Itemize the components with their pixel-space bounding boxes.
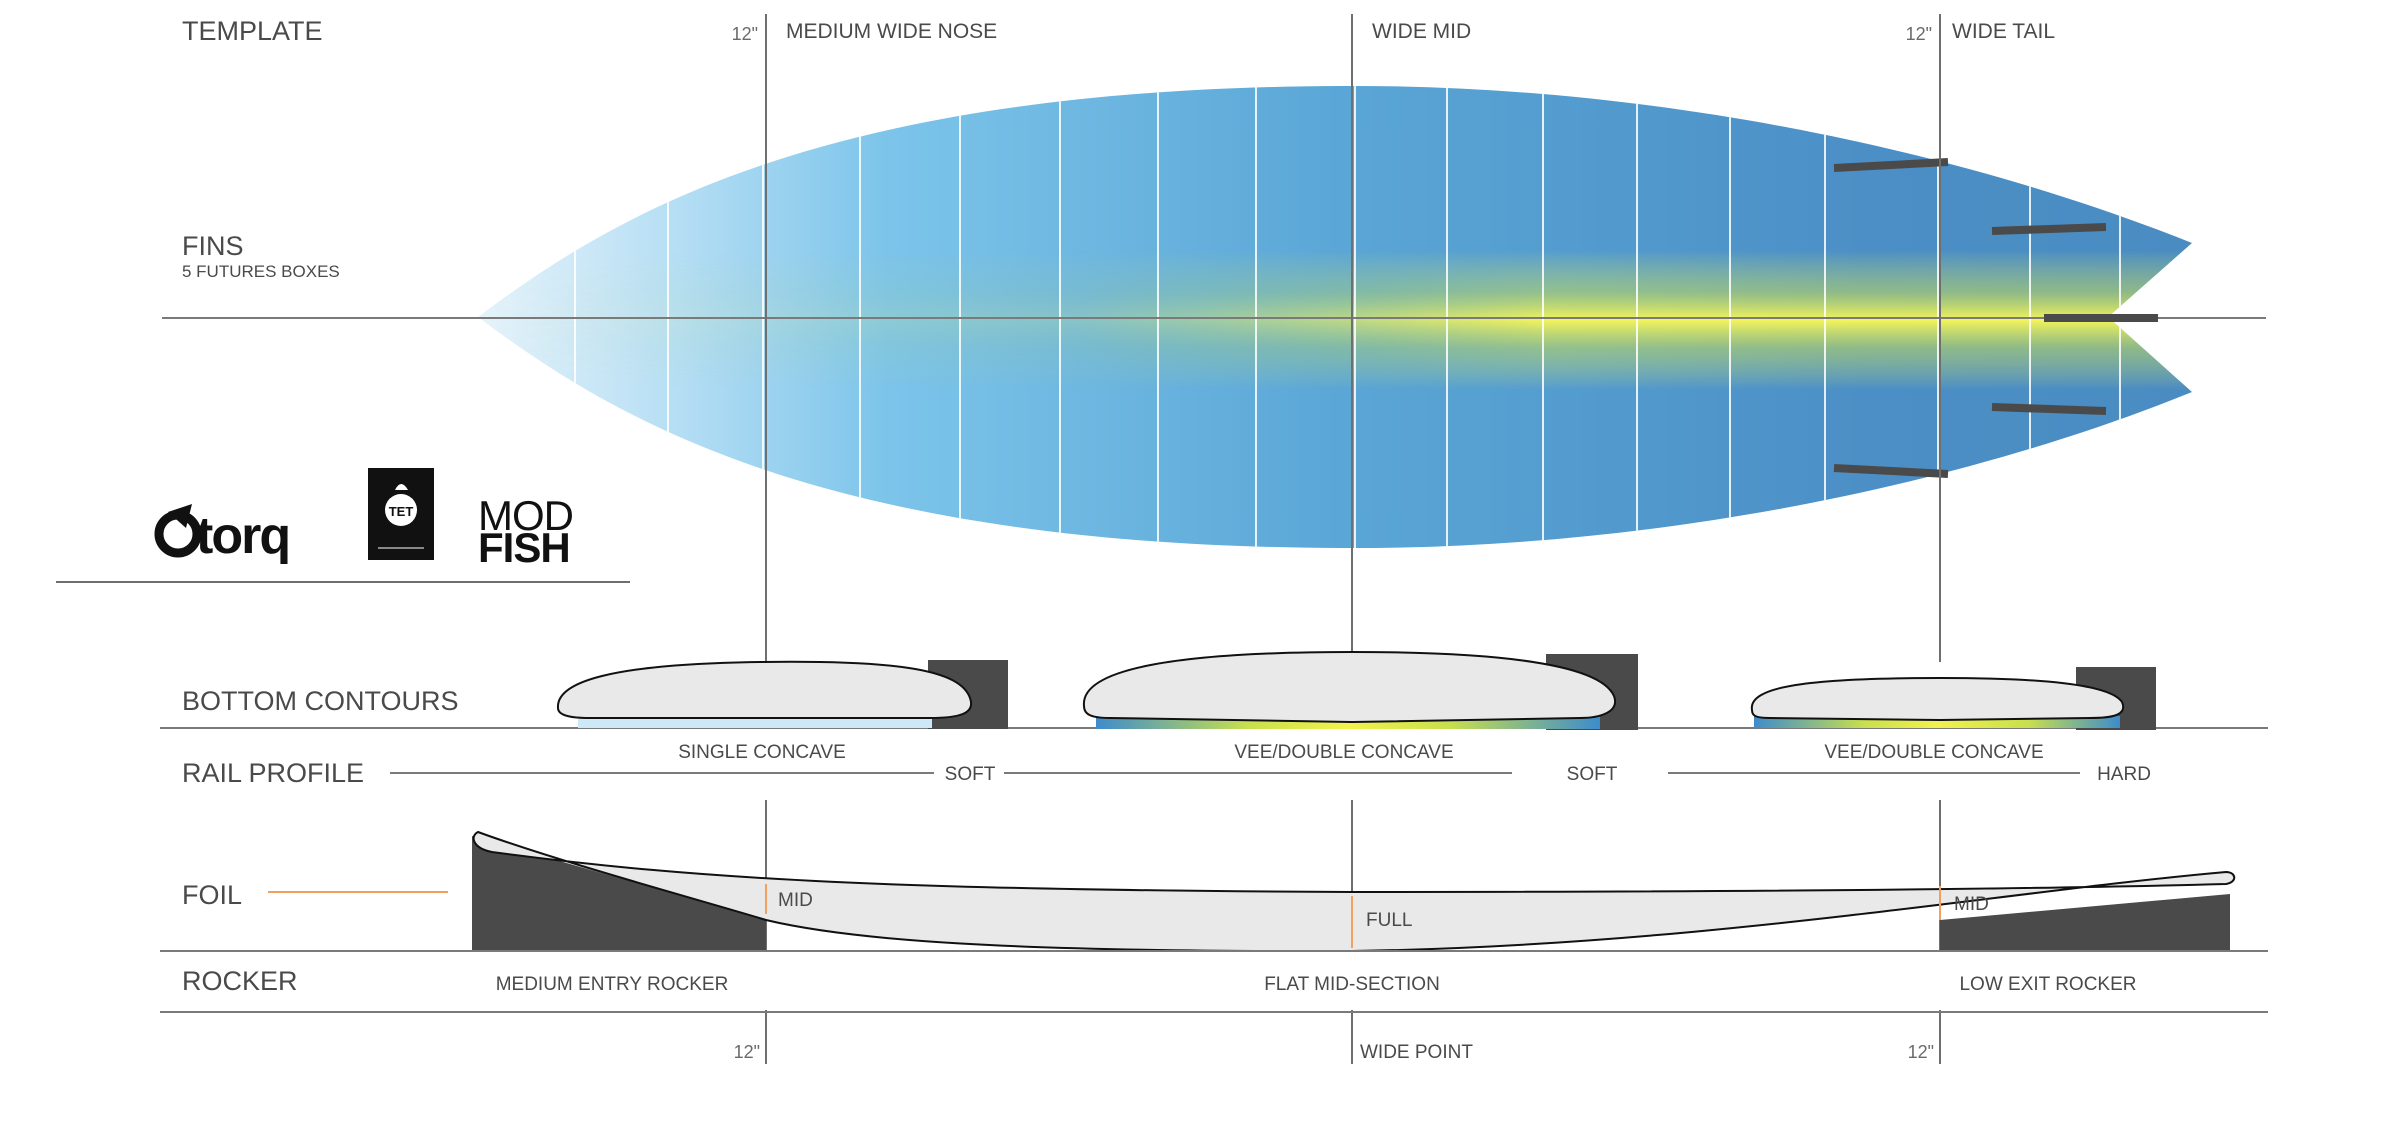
contour-mid-shape [1082, 650, 1638, 730]
torq-wordmark: torq [196, 507, 289, 565]
bottom-contours-title: BOTTOM CONTOURS [182, 686, 459, 716]
bottom-left-12-mark: 12" [734, 1042, 760, 1062]
foil-title: FOIL [182, 880, 242, 910]
rail-mid-label: SOFT [1567, 764, 1618, 785]
foil-mid-label: FULL [1366, 910, 1412, 931]
tail-zone-label: WIDE TAIL [1952, 20, 2055, 43]
tet-wordmark: TET [389, 504, 414, 519]
rail-nose-label: SOFT [945, 764, 996, 785]
model-name-line1: MOD [478, 492, 573, 539]
rocker-title: ROCKER [182, 966, 298, 996]
fins-title: FINS [182, 231, 244, 261]
model-logo: MOD FISH [478, 492, 574, 571]
torq-logo: torq [154, 504, 291, 565]
contour-tail-shape [1750, 667, 2156, 730]
fin-box [1991, 403, 2107, 415]
foil-tail-label: MID [1954, 894, 1989, 915]
contour-nose-shape [556, 660, 1008, 729]
fins-subtitle: 5 FUTURES BOXES [182, 262, 340, 281]
tail-12-mark: 12" [1906, 24, 1932, 44]
rocker-mid-label: FLAT MID-SECTION [1264, 974, 1440, 995]
brand-logos: torq TET MOD FISH [56, 468, 630, 583]
model-name-line2: FISH [478, 524, 570, 571]
rocker-nose-label: MEDIUM ENTRY ROCKER [496, 974, 729, 995]
bottom-right-12-mark: 12" [1908, 1042, 1934, 1062]
fin-boxes [1833, 158, 2158, 478]
contour-nose-label: SINGLE CONCAVE [678, 742, 846, 763]
template-title: TEMPLATE [182, 16, 323, 46]
rail-profile-section: RAIL PROFILE SOFT SOFT HARD [182, 758, 2151, 788]
nose-zone-label: MEDIUM WIDE NOSE [786, 20, 997, 43]
fin-box [1833, 158, 1949, 172]
bottom-markers: 12" WIDE POINT 12" [734, 1042, 1934, 1063]
wide-point-label: WIDE POINT [1360, 1042, 1473, 1063]
foil-rocker-section: MID FULL MID FOIL ROCKER MEDIUM ENTRY RO… [160, 830, 2268, 1013]
foil-profile [472, 830, 2236, 953]
fin-box [1833, 464, 1949, 478]
nose-12-mark: 12" [732, 24, 758, 44]
rocker-tail-label: LOW EXIT ROCKER [1959, 974, 2136, 995]
rail-profile-title: RAIL PROFILE [182, 758, 364, 788]
entry-rocker-wedge [472, 836, 766, 951]
foil-nose-label: MID [778, 890, 813, 911]
fin-box [1991, 223, 2107, 235]
bottom-contours-section: BOTTOM CONTOURS SINGLE CONCAVE VEE/DOUBL… [160, 650, 2268, 763]
contour-tail-label: VEE/DOUBLE CONCAVE [1824, 742, 2043, 763]
template-outline [162, 85, 2266, 549]
mid-zone-label: WIDE MID [1372, 20, 1471, 43]
tet-logo: TET [368, 468, 434, 560]
rail-tail-label: HARD [2097, 764, 2151, 785]
exit-rocker-wedge [1940, 894, 2230, 951]
contour-mid-label: VEE/DOUBLE CONCAVE [1234, 742, 1453, 763]
